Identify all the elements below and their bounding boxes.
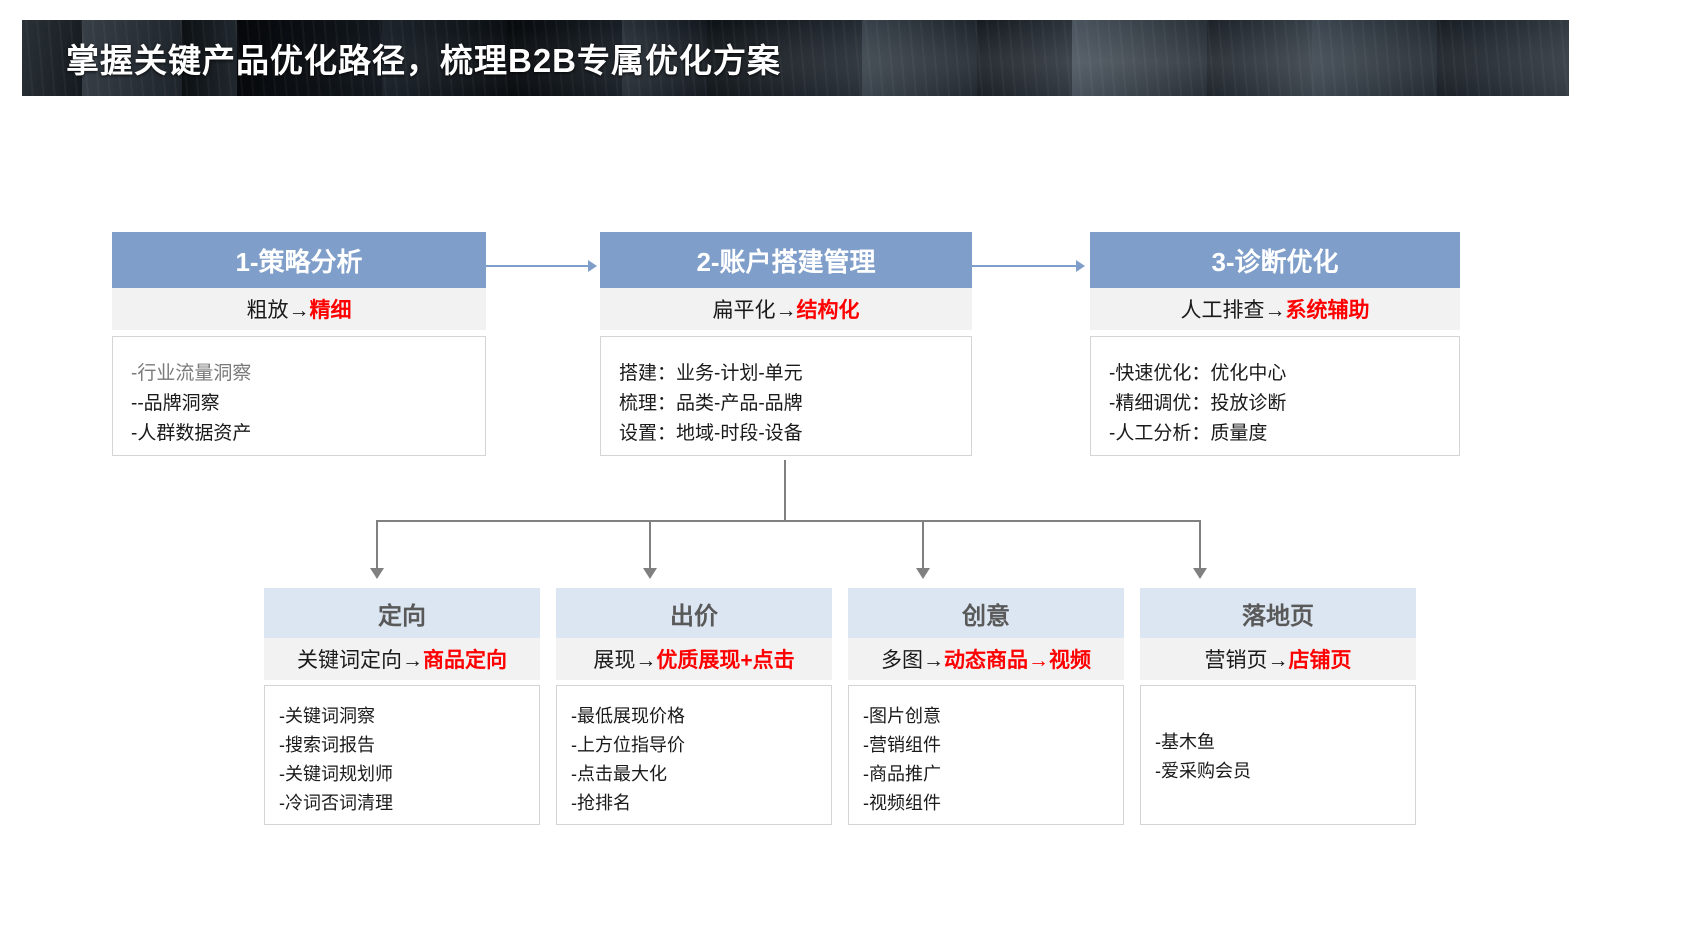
bottom-card-1-subtitle: 关键词定向→商品定向 bbox=[264, 638, 540, 680]
top-card-3-sub-from: 人工排查→ bbox=[1180, 299, 1286, 322]
list-item: -搜索词报告 bbox=[279, 735, 375, 755]
bottom-card-2-sub-from: 展现→ bbox=[593, 649, 657, 672]
bottom-card-3-body: -图片创意 -营销组件 -商品推广 -视频组件 bbox=[848, 685, 1124, 825]
bottom-card-3-sub-from: 多图→ bbox=[881, 649, 944, 672]
list-item: -行业流量洞察 bbox=[131, 363, 252, 384]
top-card-2-sub-to: 结构化 bbox=[796, 299, 860, 322]
top-card-2-sub-from: 扁平化→ bbox=[712, 299, 797, 322]
top-card-1-sub-from: 粗放→ bbox=[246, 299, 310, 322]
list-item: -商品推广 bbox=[863, 764, 941, 784]
bottom-card-4-body: -基木鱼 -爱采购会员 bbox=[1140, 685, 1416, 825]
bottom-card-4-subtitle: 营销页→店铺页 bbox=[1140, 638, 1416, 680]
header-banner: 掌握关键产品优化路径，梳理B2B专属优化方案 bbox=[22, 20, 1569, 96]
bottom-card-2-body: -最低展现价格 -上方位指导价 -点击最大化 -抢排名 bbox=[556, 685, 832, 825]
bottom-card-2-subtitle: 展现→优质展现+点击 bbox=[556, 638, 832, 680]
tree-branch-1 bbox=[376, 520, 378, 570]
bottom-card-1-title: 定向 bbox=[264, 588, 540, 638]
list-item: -基木鱼 bbox=[1155, 732, 1215, 752]
list-item: -冷词否词清理 bbox=[279, 793, 393, 813]
bottom-card-3-title: 创意 bbox=[848, 588, 1124, 638]
arrow-card2-to-card3-line bbox=[972, 265, 1080, 267]
list-item: -人工分析：质量度 bbox=[1109, 423, 1268, 444]
bottom-card-landing-page[interactable]: 落地页 营销页→店铺页 -基木鱼 -爱采购会员 bbox=[1140, 588, 1416, 825]
top-card-1-body: -行业流量洞察 --品牌洞察 -人群数据资产 bbox=[112, 336, 486, 456]
list-item: -点击最大化 bbox=[571, 764, 667, 784]
tree-branch-2-arrow bbox=[643, 568, 657, 579]
list-item: --品牌洞察 bbox=[131, 393, 220, 414]
tree-branch-4-arrow bbox=[1193, 568, 1207, 579]
list-item: -最低展现价格 bbox=[571, 706, 685, 726]
banner-texture bbox=[22, 20, 1569, 96]
bottom-card-2-sub-to: 优质展现+点击 bbox=[656, 649, 795, 672]
arrow-card2-to-card3-head bbox=[1076, 260, 1085, 272]
list-item: 设置：地域-时段-设备 bbox=[619, 423, 803, 444]
top-card-diagnosis[interactable]: 3-诊断优化 人工排查→系统辅助 -快速优化：优化中心 -精细调优：投放诊断 -… bbox=[1090, 232, 1460, 456]
bottom-card-bidding[interactable]: 出价 展现→优质展现+点击 -最低展现价格 -上方位指导价 -点击最大化 -抢排… bbox=[556, 588, 832, 825]
list-item: -精细调优：投放诊断 bbox=[1109, 393, 1287, 414]
list-item: -快速优化：优化中心 bbox=[1109, 363, 1287, 384]
tree-branch-4 bbox=[1199, 520, 1201, 570]
bottom-card-4-title: 落地页 bbox=[1140, 588, 1416, 638]
top-card-1-sub-to: 精细 bbox=[309, 299, 352, 322]
tree-trunk-line bbox=[784, 460, 786, 522]
list-item: 梳理：品类-产品-品牌 bbox=[619, 393, 803, 414]
bottom-card-1-body: -关键词洞察 -搜索词报告 -关键词规划师 -冷词否词清理 bbox=[264, 685, 540, 825]
list-item: -人群数据资产 bbox=[131, 423, 252, 444]
bottom-card-1-sub-to: 商品定向 bbox=[423, 649, 507, 672]
list-item: -关键词规划师 bbox=[279, 764, 393, 784]
list-item: 搭建：业务-计划-单元 bbox=[619, 363, 803, 384]
tree-branch-3-arrow bbox=[916, 568, 930, 579]
bottom-card-1-sub-from: 关键词定向→ bbox=[297, 649, 423, 672]
tree-branch-3 bbox=[922, 520, 924, 570]
arrow-card1-to-card2-line bbox=[484, 265, 592, 267]
bottom-card-4-sub-from: 营销页→ bbox=[1204, 649, 1289, 672]
list-item: -抢排名 bbox=[571, 793, 631, 813]
tree-branch-2 bbox=[649, 520, 651, 570]
list-item: -视频组件 bbox=[863, 793, 941, 813]
tree-bus-line bbox=[376, 520, 1200, 522]
top-card-1-title: 1-策略分析 bbox=[112, 232, 486, 288]
bottom-card-creative[interactable]: 创意 多图→动态商品→视频 -图片创意 -营销组件 -商品推广 -视频组件 bbox=[848, 588, 1124, 825]
top-card-3-subtitle: 人工排查→系统辅助 bbox=[1090, 288, 1460, 330]
bottom-card-4-sub-to: 店铺页 bbox=[1288, 649, 1352, 672]
top-card-account-setup[interactable]: 2-账户搭建管理 扁平化→结构化 搭建：业务-计划-单元 梳理：品类-产品-品牌… bbox=[600, 232, 972, 456]
bottom-card-2-title: 出价 bbox=[556, 588, 832, 638]
top-card-2-body: 搭建：业务-计划-单元 梳理：品类-产品-品牌 设置：地域-时段-设备 bbox=[600, 336, 972, 456]
top-card-3-body: -快速优化：优化中心 -精细调优：投放诊断 -人工分析：质量度 bbox=[1090, 336, 1460, 456]
bottom-card-3-sub-to: 动态商品→视频 bbox=[944, 649, 1091, 672]
top-card-strategy[interactable]: 1-策略分析 粗放→精细 -行业流量洞察 --品牌洞察 -人群数据资产 bbox=[112, 232, 486, 456]
list-item: -营销组件 bbox=[863, 735, 941, 755]
arrow-card1-to-card2-head bbox=[588, 260, 597, 272]
list-item: -爱采购会员 bbox=[1155, 761, 1251, 781]
top-card-3-sub-to: 系统辅助 bbox=[1285, 299, 1370, 322]
list-item: -上方位指导价 bbox=[571, 735, 685, 755]
bottom-card-3-subtitle: 多图→动态商品→视频 bbox=[848, 638, 1124, 680]
bottom-card-targeting[interactable]: 定向 关键词定向→商品定向 -关键词洞察 -搜索词报告 -关键词规划师 -冷词否… bbox=[264, 588, 540, 825]
list-item: -关键词洞察 bbox=[279, 706, 375, 726]
banner-title: 掌握关键产品优化路径，梳理B2B专属优化方案 bbox=[66, 42, 782, 79]
top-card-2-subtitle: 扁平化→结构化 bbox=[600, 288, 972, 330]
top-card-3-title: 3-诊断优化 bbox=[1090, 232, 1460, 288]
list-item: -图片创意 bbox=[863, 706, 941, 726]
top-card-2-title: 2-账户搭建管理 bbox=[600, 232, 972, 288]
top-card-1-subtitle: 粗放→精细 bbox=[112, 288, 486, 330]
tree-branch-1-arrow bbox=[370, 568, 384, 579]
